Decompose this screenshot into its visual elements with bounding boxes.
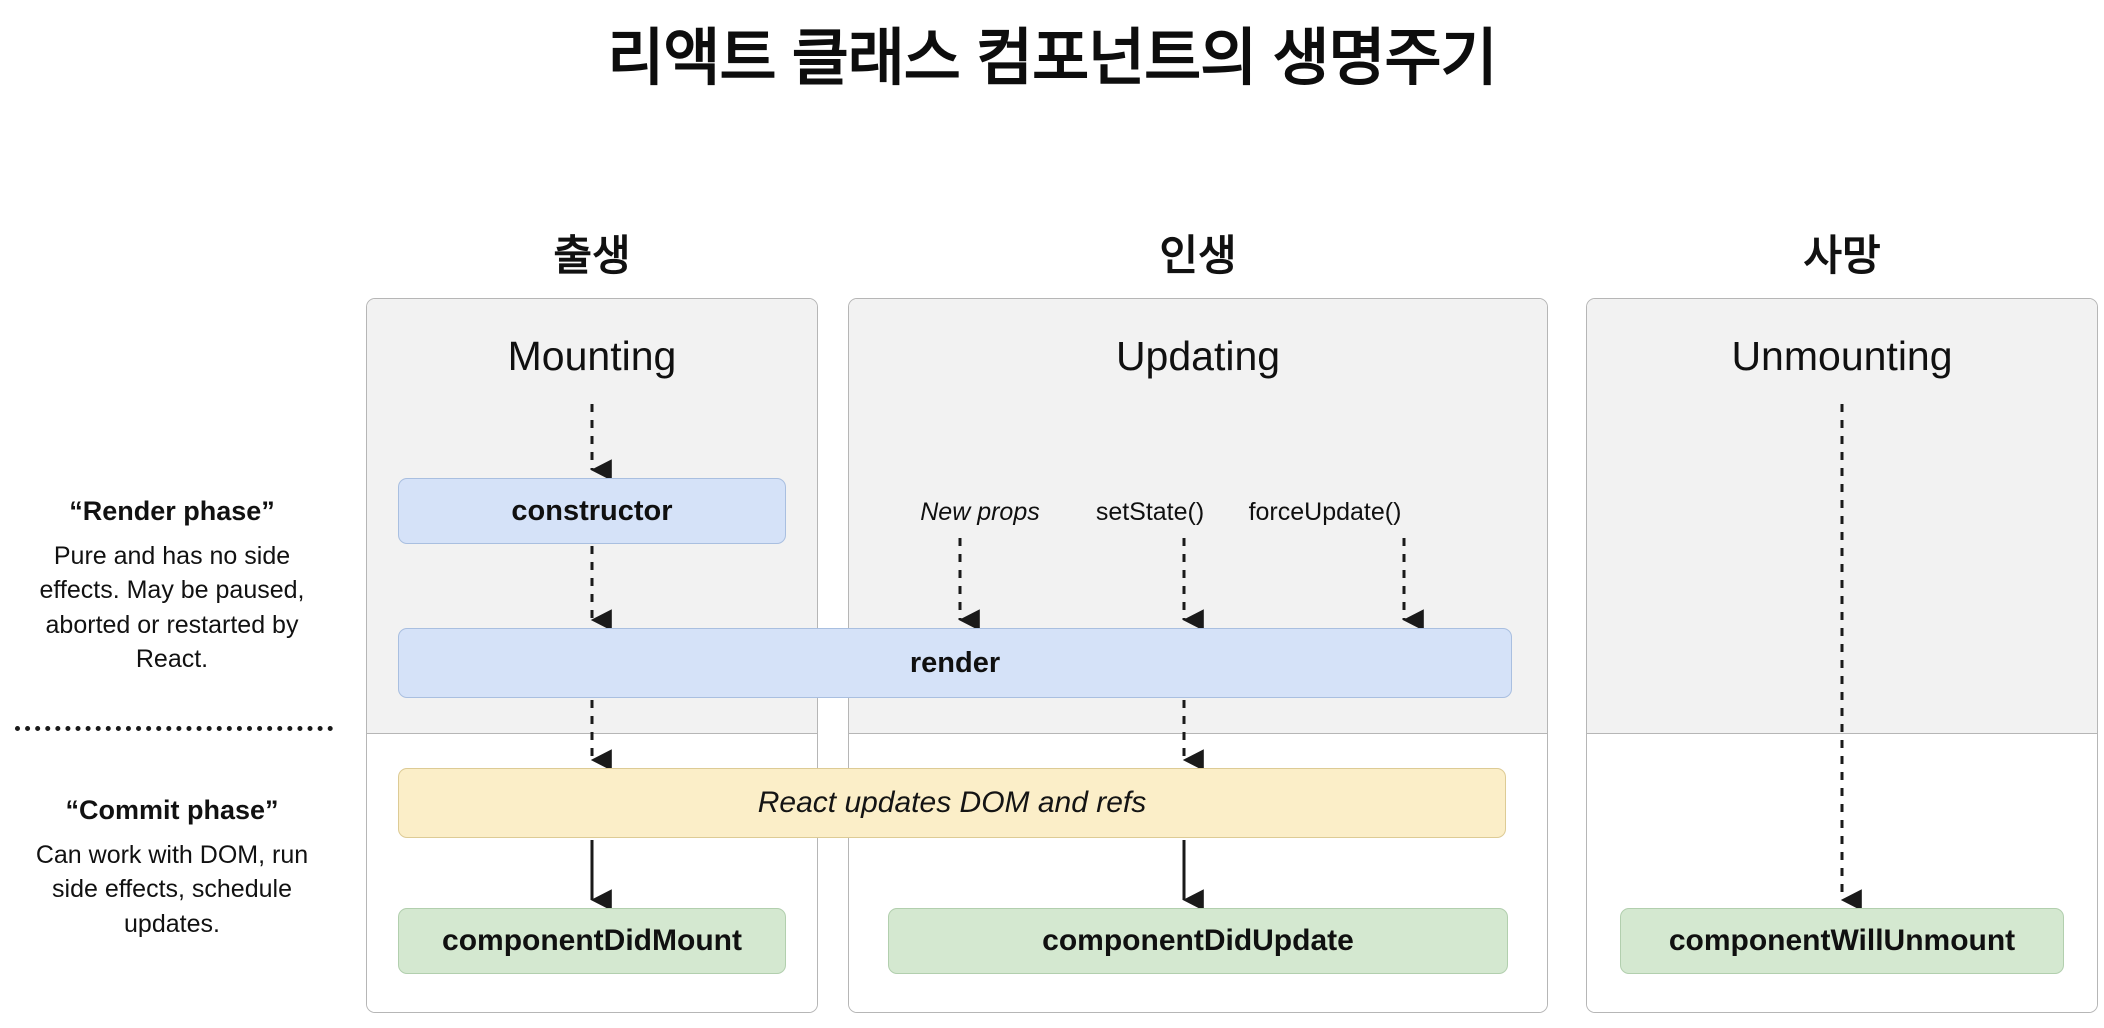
node-component-did-update-label: componentDidUpdate (1042, 924, 1354, 957)
phase-note-commit: “Commit phase” Can work with DOM, run si… (12, 795, 332, 941)
stage-header-death: 사망 (1803, 232, 1881, 279)
page-title: 리액트 클래스 컴포넌트의 생명주기 (607, 24, 1497, 93)
phase-note-commit-title: “Commit phase” (65, 795, 279, 825)
phase-note-render-body: Pure and has no side effects. May be pau… (39, 542, 305, 673)
node-react-updates-dom[interactable]: React updates DOM and refs (398, 768, 1506, 838)
node-component-did-update[interactable]: componentDidUpdate (888, 908, 1508, 974)
stage-header-life: 인생 (1159, 232, 1237, 279)
trigger-new-props: New props (920, 498, 1040, 526)
column-unmounting: Unmounting (1586, 298, 2098, 1013)
node-component-will-unmount[interactable]: componentWillUnmount (1620, 908, 2064, 974)
node-render-label: render (909, 646, 1001, 679)
phase-divider-dotted (15, 726, 333, 731)
node-component-did-mount[interactable]: componentDidMount (398, 908, 786, 974)
node-component-will-unmount-label: componentWillUnmount (1668, 924, 2016, 957)
column-title-unmounting: Unmounting (1731, 333, 1953, 379)
node-react-updates-dom-label: React updates DOM and refs (757, 786, 1147, 819)
stage-header-birth: 출생 (553, 232, 631, 279)
node-render[interactable]: render (398, 628, 1512, 698)
node-constructor-label: constructor (511, 494, 673, 527)
node-component-did-mount-label: componentDidMount (442, 924, 742, 957)
column-title-mounting: Mounting (507, 333, 677, 379)
trigger-force-update: forceUpdate() (1248, 498, 1402, 526)
column-title-updating: Updating (1115, 333, 1281, 379)
phase-note-render-title: “Render phase” (69, 496, 275, 526)
node-constructor[interactable]: constructor (398, 478, 786, 544)
trigger-set-state: setState() (1095, 498, 1205, 526)
phase-note-render: “Render phase” Pure and has no side effe… (12, 496, 332, 676)
phase-note-commit-body: Can work with DOM, run side effects, sch… (35, 841, 309, 938)
